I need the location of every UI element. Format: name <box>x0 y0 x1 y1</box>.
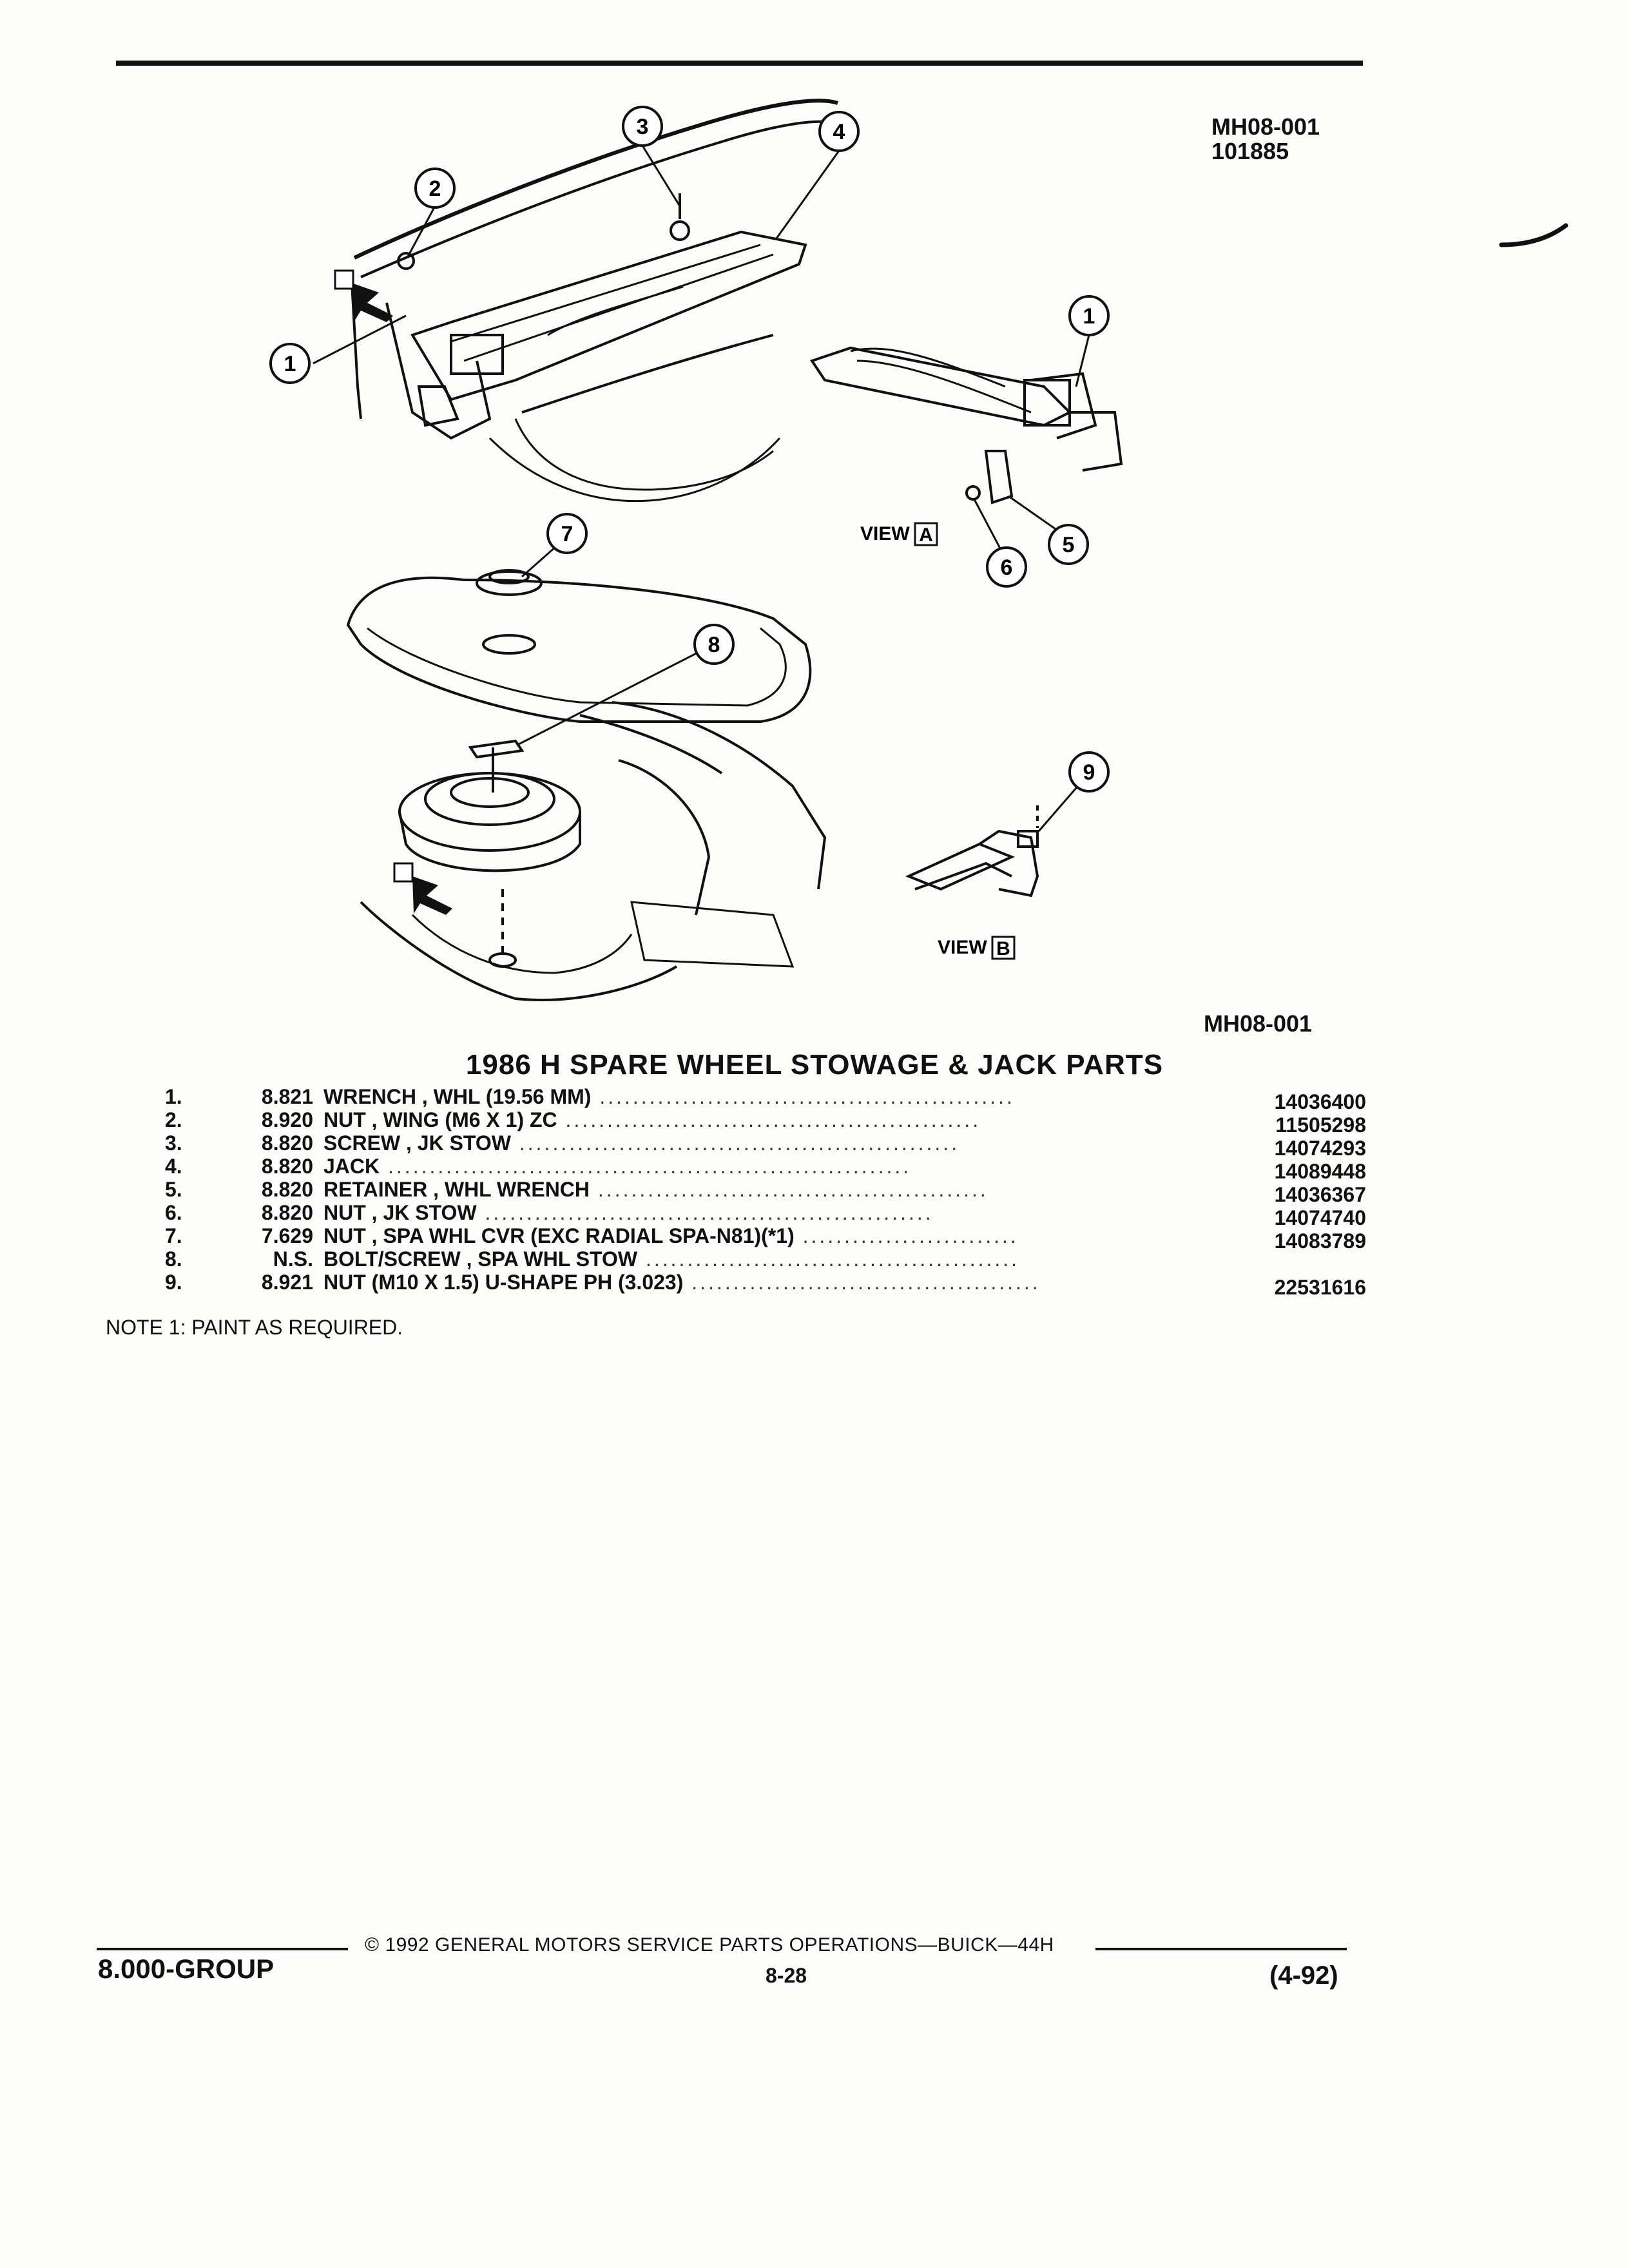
item-number: 3. <box>165 1131 182 1155</box>
callout-6: 6 <box>986 546 1027 588</box>
parts-row: 5. 8.820 RETAINER , WHL WRENCH .........… <box>155 1178 1366 1206</box>
view-b-arrow <box>393 862 452 915</box>
copyright-line: © 1992 GENERAL MOTORS SERVICE PARTS OPER… <box>365 1934 1054 1956</box>
part-number: 14089448 <box>1274 1160 1366 1183</box>
parts-row: 4. 8.820 JACK ..........................… <box>155 1155 1366 1183</box>
callout-5: 5 <box>1048 524 1089 565</box>
callout-9: 9 <box>1068 751 1110 793</box>
footer-rule-right <box>1095 1948 1347 1950</box>
page-title: 1986 H SPARE WHEEL STOWAGE & JACK PARTS <box>465 1049 1164 1081</box>
view-b-detail <box>905 805 1039 898</box>
callout-label: 4 <box>833 120 845 144</box>
group-number: 8.920 <box>261 1108 313 1131</box>
view-a-word: VIEW <box>860 523 910 544</box>
callout-1b: 1 <box>1068 295 1110 336</box>
part-number: 14074293 <box>1274 1137 1366 1160</box>
paint-note: NOTE 1: PAINT AS REQUIRED. <box>106 1316 403 1339</box>
item-number: 9. <box>165 1271 182 1294</box>
part-description: BOLT/SCREW , SPA WHL STOW ..............… <box>323 1247 1020 1271</box>
part-description: SCREW , JK STOW ........................… <box>323 1131 960 1155</box>
figure-code-block: MH08-001 101885 <box>1211 115 1320 164</box>
group-number: N.S. <box>273 1247 313 1271</box>
page-number: 8-28 <box>766 1964 807 1987</box>
parts-row: 1. 8.821 WRENCH , WHL (19.56 MM) .......… <box>155 1085 1366 1113</box>
edge-mark <box>1499 223 1568 247</box>
part-description: WRENCH , WHL (19.56 MM) ................… <box>323 1085 1015 1108</box>
part-description: NUT , JK STOW ..........................… <box>323 1201 934 1224</box>
parts-row: 8. N.S. BOLT/SCREW , SPA WHL STOW ......… <box>155 1247 1366 1271</box>
group-label: 8.000-GROUP <box>98 1954 275 1984</box>
footer-rule-left <box>97 1948 348 1950</box>
part-description: JACK ...................................… <box>323 1155 912 1178</box>
figure-date: 101885 <box>1211 138 1289 164</box>
view-b-word: VIEW <box>938 937 987 958</box>
callout-7: 7 <box>546 513 588 554</box>
part-number: 14036400 <box>1274 1090 1366 1113</box>
view-b-letter: B <box>996 938 1010 959</box>
group-number: 8.820 <box>261 1201 313 1224</box>
part-description: NUT , WING (M6 X 1) ZC .................… <box>323 1108 981 1131</box>
part-number: 11505298 <box>1275 1113 1366 1137</box>
top-rule <box>116 61 1363 66</box>
item-number: 4. <box>165 1155 182 1178</box>
item-number: 7. <box>165 1224 182 1247</box>
parts-row: 9. 8.921 NUT (M10 X 1.5) U-SHAPE PH (3.0… <box>155 1271 1366 1299</box>
item-number: 8. <box>165 1247 182 1271</box>
spare-wheel-illustration <box>346 569 827 1001</box>
group-number: 8.921 <box>261 1271 313 1294</box>
part-number: 14036367 <box>1274 1183 1366 1206</box>
parts-row: 3. 8.820 SCREW , JK STOW ...............… <box>155 1131 1366 1160</box>
jack-stowage-illustration <box>350 99 838 502</box>
part-description: NUT (M10 X 1.5) U-SHAPE PH (3.023) .....… <box>323 1271 1041 1294</box>
callout-label: 9 <box>1083 760 1095 785</box>
part-number: 14083789 <box>1274 1229 1366 1253</box>
callout-4: 4 <box>818 111 860 152</box>
view-a-arrow <box>334 269 393 322</box>
parts-row: 2. 8.920 NUT , WING (M6 X 1) ZC ........… <box>155 1108 1366 1137</box>
parts-row: 7. 7.629 NUT , SPA WHL CVR (EXC RADIAL S… <box>155 1224 1366 1253</box>
callout-label: 1 <box>1083 304 1095 329</box>
group-number: 8.821 <box>261 1085 313 1108</box>
callout-label: 1 <box>284 352 296 376</box>
part-number: 14074740 <box>1274 1206 1366 1229</box>
callout-1a: 1 <box>269 343 311 384</box>
callout-label: 3 <box>637 115 649 139</box>
callout-label: 5 <box>1063 533 1075 557</box>
parts-list: 1. 8.821 WRENCH , WHL (19.56 MM) .......… <box>155 1085 1366 1299</box>
parts-illustration: 1 2 3 4 1 5 6 7 8 9 VIEW A VIEW B <box>269 99 1568 1001</box>
callout-label: 8 <box>708 633 720 657</box>
callout-label: 6 <box>1001 555 1013 580</box>
group-number: 8.820 <box>261 1178 313 1201</box>
view-b-label: VIEW B <box>938 936 1016 960</box>
callout-label: 2 <box>429 177 441 201</box>
item-number: 1. <box>165 1085 182 1108</box>
item-number: 2. <box>165 1108 182 1131</box>
callout-label: 7 <box>561 522 574 546</box>
view-a-label: VIEW A <box>860 522 938 546</box>
revision-date: (4-92) <box>1269 1961 1338 1990</box>
part-number: 22531616 <box>1274 1276 1366 1299</box>
group-number: 7.629 <box>261 1224 313 1247</box>
callout-3: 3 <box>622 106 663 147</box>
group-number: 8.820 <box>261 1155 313 1178</box>
figure-code-bottom: MH08-001 <box>1204 1010 1313 1037</box>
item-number: 5. <box>165 1178 182 1201</box>
view-a-letter: A <box>919 524 933 546</box>
figure-code: MH08-001 <box>1211 113 1320 140</box>
parts-row: 6. 8.820 NUT , JK STOW .................… <box>155 1201 1366 1229</box>
item-number: 6. <box>165 1201 182 1224</box>
callout-2: 2 <box>414 168 456 209</box>
callout-8: 8 <box>693 624 735 665</box>
group-number: 8.820 <box>261 1131 313 1155</box>
view-a-detail <box>809 346 1123 505</box>
part-description: RETAINER , WHL WRENCH ..................… <box>323 1178 988 1201</box>
part-description: NUT , SPA WHL CVR (EXC RADIAL SPA-N81)(*… <box>323 1224 1019 1247</box>
